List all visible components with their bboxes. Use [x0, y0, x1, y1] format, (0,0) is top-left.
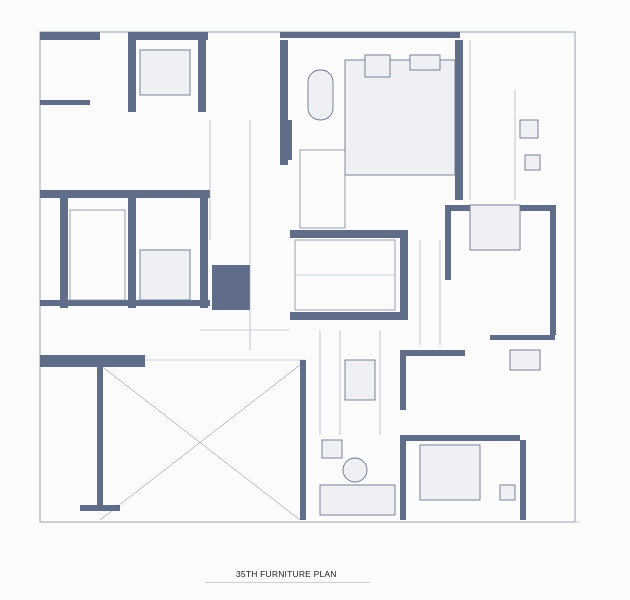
floor-lines	[200, 40, 516, 435]
walls	[40, 32, 556, 520]
plan-caption: 35TH FURNITURE PLAN	[236, 569, 337, 579]
caption-underline	[205, 582, 370, 583]
stairs	[69, 149, 396, 311]
furniture	[139, 49, 541, 516]
